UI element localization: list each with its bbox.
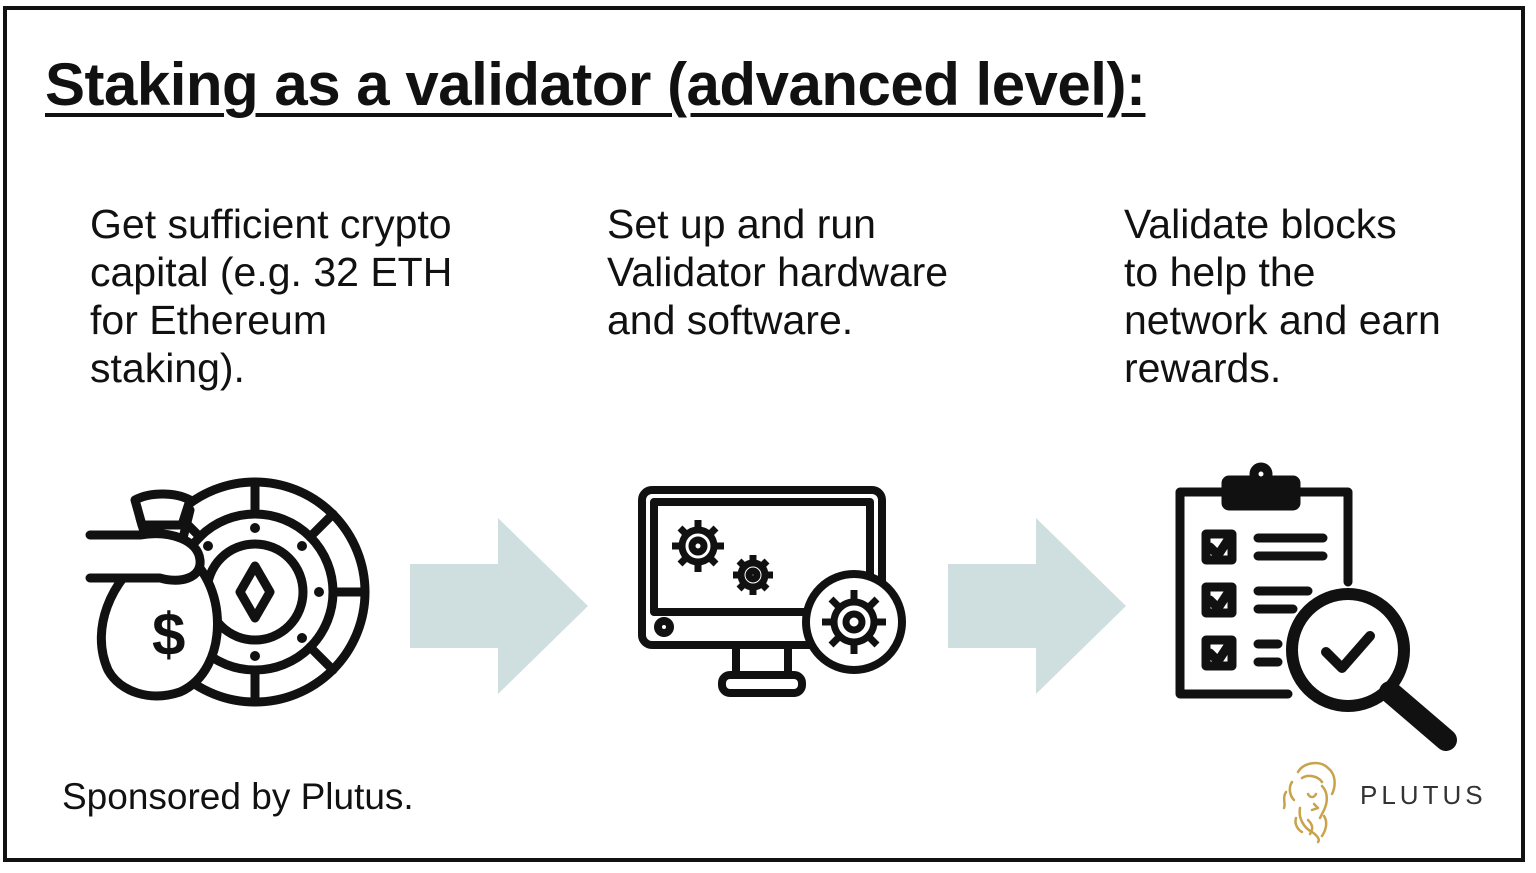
svg-text:$: $	[152, 601, 185, 668]
step-3-text: Validate blocks to help the network and …	[1124, 201, 1441, 391]
monitor-gears-icon	[638, 486, 906, 697]
flow-arrow-1	[410, 518, 588, 694]
money-bag-crypto-coin-icon: $	[85, 477, 370, 707]
plutus-head-logo-icon	[1282, 761, 1336, 844]
clipboard-checklist-magnifier-icon	[1175, 462, 1457, 751]
sponsor-text: Sponsored by Plutus.	[62, 776, 414, 817]
step-2-text: Set up and run Validator hardware and so…	[607, 201, 949, 343]
slide-frame	[3, 6, 1525, 862]
step-1-text: Get sufficient crypto capital (e.g. 32 E…	[90, 201, 453, 391]
slide-title: Staking as a validator (advanced level):	[45, 51, 1146, 118]
flow-arrow-2	[948, 518, 1126, 694]
brand-name: PLUTUS	[1360, 780, 1487, 810]
